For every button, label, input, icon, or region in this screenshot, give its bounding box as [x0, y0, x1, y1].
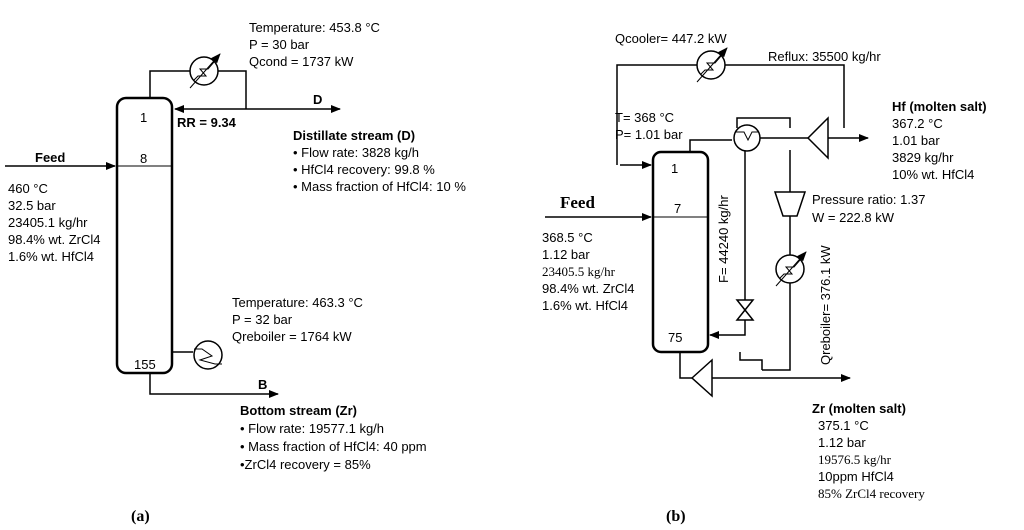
overhead-vapor-line-a — [149, 70, 190, 98]
bottom-return-loop — [739, 352, 763, 370]
bottom-title: Bottom stream (Zr) — [240, 403, 357, 418]
reflux-ratio: RR = 9.34 — [177, 115, 237, 130]
hf-line: 10% wt. HfCl4 — [892, 167, 974, 182]
reboiler-cooler-icon — [775, 251, 807, 287]
bottoms-arrow-a — [149, 373, 279, 398]
valve-to-column-arrow — [709, 320, 746, 339]
stage-top-b: 1 — [671, 161, 678, 176]
exchanger-top-loop — [736, 117, 791, 128]
hf-line: 1.01 bar — [892, 133, 940, 148]
flow-label: F= 44240 kg/hr — [716, 195, 731, 283]
hf-conditions: 367.2 °C 1.01 bar 3829 kg/hr 10% wt. HfC… — [892, 116, 974, 182]
distillate-title: Distillate stream (D) — [293, 128, 415, 143]
reboiler-conditions-a: Temperature: 463.3 °C P = 32 bar Qreboil… — [232, 295, 363, 344]
hf-title: Hf (molten salt) — [892, 99, 987, 114]
distillate-item: • Mass fraction of HfCl4: 10 % — [293, 179, 466, 194]
zr-conditions: 375.1 °C 1.12 bar 19576.5 kg/hr 10ppm Hf… — [818, 418, 925, 501]
zr-line: 19576.5 kg/hr — [818, 452, 892, 467]
bottom-expander-icon — [690, 358, 713, 398]
condenser-line: Qcond = 1737 kW — [249, 54, 354, 69]
reboiler-icon — [193, 340, 223, 370]
valve-icon — [735, 299, 755, 321]
qreboiler-label: Qreboiler= 376.1 kW — [818, 245, 833, 365]
reflux-line — [725, 64, 845, 128]
diagram-a: 1 8 155 Feed 460 °C 32.5 bar 23405.1 kg/… — [5, 20, 466, 525]
feed-line: 98.4% wt. ZrCl4 — [542, 281, 634, 296]
stage-bottom-b: 75 — [668, 330, 682, 345]
compressor-icon — [806, 116, 829, 160]
feed-line: 1.6% wt. HfCl4 — [542, 298, 628, 313]
top-pressure: P= 1.01 bar — [615, 127, 683, 142]
feed-label-b: Feed — [560, 193, 595, 212]
distillate-item: • HfCl4 recovery: 99.8 % — [293, 162, 435, 177]
feed-line: 1.12 bar — [542, 247, 590, 262]
stage-top-a: 1 — [140, 110, 147, 125]
heat-exchanger-icon — [733, 124, 761, 152]
bottom-item: • Flow rate: 19577.1 kg/h — [240, 421, 384, 436]
bottom-stream-a: Bottom stream (Zr) • Flow rate: 19577.1 … — [240, 403, 427, 472]
stage-bottom-a: 155 — [134, 357, 156, 372]
hf-line: 367.2 °C — [892, 116, 943, 131]
diagram-b: 1 7 75 Feed 368.5 °C 1.12 bar 23405.5 kg… — [542, 31, 987, 525]
feed-line: 23405.1 kg/hr — [8, 215, 88, 230]
stage-feed-a: 8 — [140, 151, 147, 166]
distillate-item: • Flow rate: 3828 kg/h — [293, 145, 419, 160]
feed-conditions-b: 368.5 °C 1.12 bar 23405.5 kg/hr 98.4% wt… — [542, 230, 634, 313]
caption-a: (a) — [131, 508, 150, 525]
condenser-line: Temperature: 453.8 °C — [249, 20, 380, 35]
zr-title: Zr (molten salt) — [812, 401, 906, 416]
hf-line: 3829 kg/hr — [892, 150, 954, 165]
bottoms-line-b — [679, 352, 692, 379]
zr-line: 375.1 °C — [818, 418, 869, 433]
reflux-label: Reflux: 35500 kg/hr — [768, 49, 881, 64]
condenser-line: P = 30 bar — [249, 37, 310, 52]
zr-line: 10ppm HfCl4 — [818, 469, 894, 484]
vapor-compressor-icon — [773, 191, 807, 217]
reboiler-line: P = 32 bar — [232, 312, 293, 327]
condenser-conditions-a: Temperature: 453.8 °C P = 30 bar Qcond =… — [249, 20, 380, 69]
top-temperature: T= 368 °C — [615, 110, 674, 125]
distillation-column-a — [115, 96, 174, 375]
reboiler-line: Temperature: 463.3 °C — [232, 295, 363, 310]
zr-line: 1.12 bar — [818, 435, 866, 450]
feed-line: 98.4% wt. ZrCl4 — [8, 232, 100, 247]
distillation-column-b — [651, 150, 710, 354]
feed-line: 460 °C — [8, 181, 48, 196]
condenser-icon — [189, 53, 221, 89]
feed-label-a: Feed — [35, 150, 65, 165]
bottom-item: •ZrCl4 recovery = 85% — [240, 457, 371, 472]
distillate-stream-a: Distillate stream (D) • Flow rate: 3828 … — [293, 128, 466, 194]
qcooler-label: Qcooler= 447.2 kW — [615, 31, 727, 46]
stage-feed-b: 7 — [674, 201, 681, 216]
feed-line: 368.5 °C — [542, 230, 593, 245]
cooler-icon — [696, 47, 728, 83]
feed-line: 32.5 bar — [8, 198, 56, 213]
overhead-vapor-line-b — [689, 139, 732, 152]
distillate-marker-d: D — [313, 92, 322, 107]
pressure-ratio-label: Pressure ratio: 1.37 — [812, 192, 925, 207]
reflux-return-line — [616, 64, 697, 165]
zr-line: 85% ZrCl4 recovery — [818, 486, 925, 501]
work-label: W = 222.8 kW — [812, 210, 895, 225]
feed-line: 1.6% wt. HfCl4 — [8, 249, 94, 264]
bottoms-marker-b: B — [258, 377, 267, 392]
caption-b: (b) — [666, 508, 686, 525]
condensate-line-a — [218, 70, 247, 109]
feed-conditions-a: 460 °C 32.5 bar 23405.1 kg/hr 98.4% wt. … — [8, 181, 100, 264]
feed-line: 23405.5 kg/hr — [542, 264, 616, 279]
bottom-item: • Mass fraction of HfCl4: 40 ppm — [240, 439, 427, 454]
cooler-to-bottom-line — [762, 283, 791, 371]
reboiler-line: Qreboiler = 1764 kW — [232, 329, 352, 344]
